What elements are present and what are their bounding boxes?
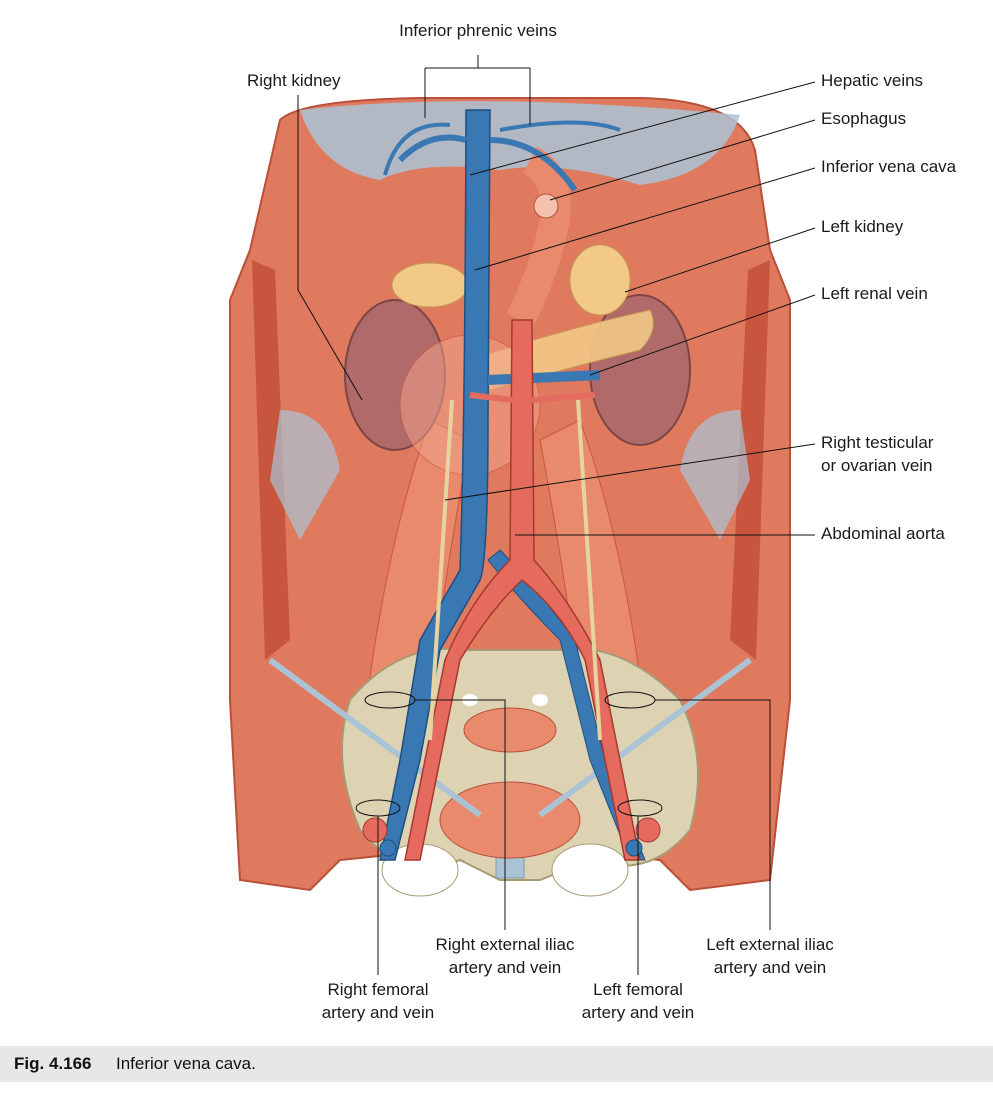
label-left-kidney: Left kidney — [821, 217, 904, 236]
figure-caption-text: Inferior vena cava. — [116, 1054, 256, 1073]
hepatic-veins — [397, 134, 578, 192]
label-abdominal-aorta: Abdominal aorta — [821, 524, 945, 543]
gonadal-vessels — [428, 399, 602, 741]
left-renal-vein — [487, 370, 601, 385]
label-right-femoral-line2: artery and vein — [321, 1003, 435, 1022]
right-inguinal-ligament — [268, 657, 482, 818]
esophagus — [506, 146, 571, 327]
right-fascia-patch — [270, 410, 340, 540]
left-obturator — [551, 843, 629, 897]
left-fascia-patch — [680, 410, 750, 540]
esophagus-opening — [533, 193, 559, 219]
left-femoral-vein-end — [625, 839, 643, 857]
figure-caption-bar: Fig. 4.166 Inferior vena cava. — [0, 1046, 993, 1082]
left-femoral-ring — [617, 799, 663, 817]
bladder — [439, 781, 581, 859]
label-right-femoral-line1: Right femoral — [327, 980, 429, 999]
label-right-testicular-line1: Right testicular — [821, 433, 934, 452]
left-lateral-muscle — [730, 260, 770, 660]
right-adrenal-gland — [391, 262, 469, 308]
left-femoral-artery-end — [635, 817, 661, 843]
label-inferior-vena-cava: Inferior vena cava — [821, 157, 957, 176]
label-right-kidney: Right kidney — [247, 71, 341, 90]
label-esophagus: Esophagus — [821, 109, 907, 128]
label-right-external-iliac-line1: Right external iliac — [435, 935, 575, 954]
left-inguinal-ligament — [538, 657, 752, 818]
label-left-external-iliac-line2: artery and vein — [713, 958, 827, 977]
label-left-external-iliac-line1: Left external iliac — [706, 935, 834, 954]
label-left-femoral-line1: Left femoral — [593, 980, 683, 999]
label-left-femoral-line2: artery and vein — [581, 1003, 695, 1022]
renal-arteries — [469, 392, 596, 403]
right-femoral-artery-end — [362, 817, 388, 843]
label-inferior-phrenic-veins: Inferior phrenic veins — [399, 21, 557, 40]
leader-lines — [297, 55, 816, 975]
right-femoral-vein-end — [379, 839, 397, 857]
sacrum-foramen-2 — [532, 694, 548, 706]
abdominal-aorta — [404, 319, 641, 861]
left-adrenal-gland — [569, 244, 631, 316]
label-left-renal-vein: Left renal vein — [821, 284, 928, 303]
inferior-phrenic-veins — [383, 120, 621, 176]
rectum — [463, 707, 557, 753]
right-lateral-muscle — [252, 260, 290, 660]
anatomy-illustration — [229, 55, 816, 975]
label-hepatic-veins: Hepatic veins — [821, 71, 924, 90]
figure-number: Fig. 4.166 — [14, 1054, 92, 1073]
inferior-vena-cava — [379, 109, 491, 861]
label-right-external-iliac-line2: artery and vein — [448, 958, 562, 977]
label-right-testicular-line2: or ovarian vein — [821, 456, 933, 475]
